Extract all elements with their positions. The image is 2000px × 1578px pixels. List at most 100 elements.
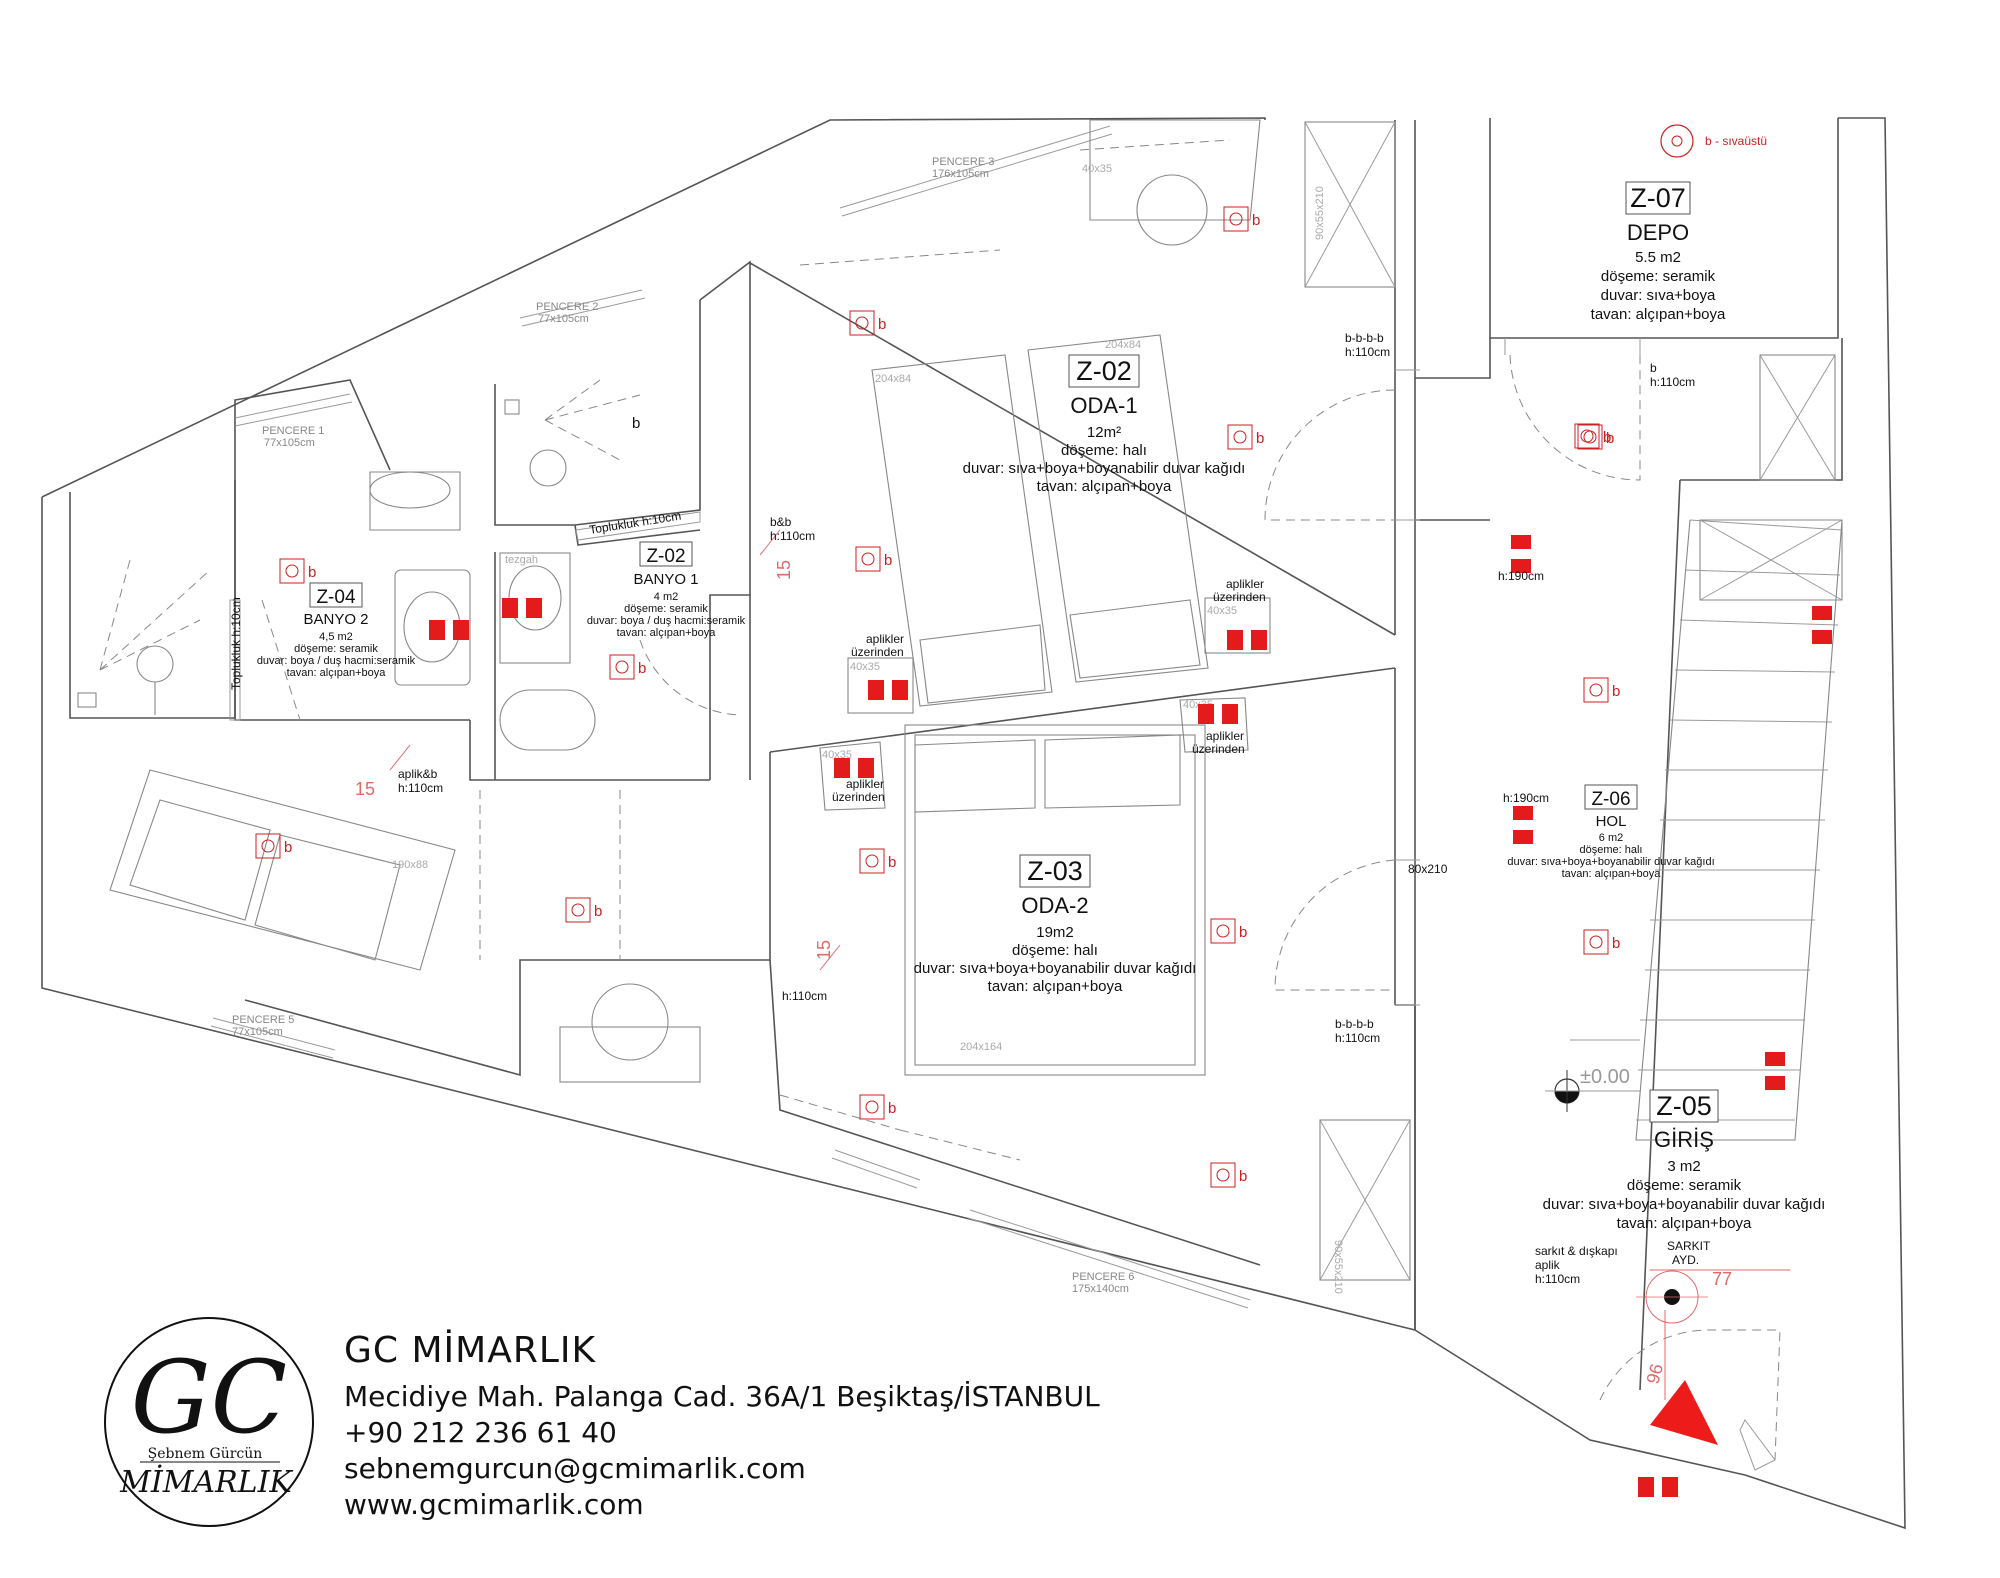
logo-name-bottom: MİMARLIK bbox=[119, 1464, 293, 1500]
note-aplikler-1a: aplikler bbox=[866, 632, 904, 646]
windows bbox=[210, 125, 1251, 1309]
bed-2-size: 204x84 bbox=[1105, 339, 1141, 351]
room-ceiling: tavan: alçıpan+boya bbox=[1562, 868, 1662, 880]
b-point-label: b bbox=[1612, 683, 1620, 700]
note-sarkit-1: sarkıt & dışkapı bbox=[1535, 1244, 1618, 1258]
b-point-label: b bbox=[284, 839, 292, 856]
room-ceiling: tavan: alçıpan+boya bbox=[988, 978, 1123, 995]
room-wall: duvar: boya / duş hacmi:seramik bbox=[257, 655, 416, 667]
room-area: 3 m2 bbox=[1667, 1158, 1700, 1175]
legend-text: b - sıvaüstü bbox=[1705, 134, 1767, 148]
note-aplikler-3a: aplikler bbox=[846, 777, 884, 791]
room-name: ODA-2 bbox=[1021, 893, 1088, 918]
window-3-size: 176x105cm bbox=[932, 168, 989, 180]
room-name: GİRİŞ bbox=[1654, 1127, 1714, 1152]
room-wall: duvar: sıva+boya+boyanabilir duvar kağıd… bbox=[1507, 856, 1714, 868]
dim-15-b: 15 bbox=[774, 560, 794, 580]
note-h110-c: h:110cm bbox=[770, 529, 815, 543]
socket-icon bbox=[502, 598, 542, 618]
socket-icon bbox=[868, 680, 908, 700]
table-2-size: 40x35 bbox=[1207, 605, 1237, 617]
bed-3-size: 204x164 bbox=[960, 1041, 1002, 1053]
room-area: 6 m2 bbox=[1599, 832, 1623, 844]
room-code: Z-03 bbox=[1027, 856, 1083, 886]
window-6-size: 175x140cm bbox=[1072, 1283, 1129, 1295]
legend-point: b - sıvaüstü bbox=[1660, 124, 1767, 158]
wardrobe-1-size: 90x55x210 bbox=[1314, 186, 1326, 240]
room-wall: duvar: boya / duş hacmi:seramik bbox=[587, 615, 746, 627]
b-point-label: b bbox=[1606, 430, 1614, 447]
socket-icon bbox=[1765, 1052, 1785, 1090]
company-phone: +90 212 236 61 40 bbox=[344, 1416, 617, 1449]
hol-depo-elements bbox=[1509, 354, 1843, 1471]
b-point-icon: b bbox=[1574, 423, 1611, 449]
wardrobe-2-size: 90x55x210 bbox=[1332, 1240, 1344, 1294]
room-name: DEPO bbox=[1627, 220, 1689, 245]
socket-icon bbox=[1638, 1477, 1678, 1497]
annotations: b-b-b-b h:110cm b h:110cm b&b h:110cm h:… bbox=[229, 331, 1711, 1286]
room-z05: Z-05 GİRİŞ 3 m2 döşeme: seramik duvar: s… bbox=[1543, 1089, 1825, 1232]
b-point-icon: b bbox=[1583, 677, 1620, 703]
b-point-icon: b bbox=[255, 833, 292, 859]
b-point-label: b bbox=[888, 854, 896, 871]
note-sarkit-2: aplik bbox=[1535, 1258, 1561, 1272]
banyo2-fixtures bbox=[77, 471, 471, 721]
room-area: 4 m2 bbox=[654, 591, 678, 603]
room-ceiling: tavan: alçıpan+boya bbox=[617, 627, 717, 639]
ceiling-points: b - sıvaüstü bbox=[1660, 124, 1767, 158]
window-2-name: PENCERE 2 bbox=[536, 301, 598, 313]
b-point-label: b bbox=[1603, 429, 1611, 446]
note-sarkit-3: h:110cm bbox=[1535, 1272, 1580, 1286]
company-address: Mecidiye Mah. Palanga Cad. 36A/1 Beşikta… bbox=[344, 1380, 1100, 1413]
logo-monogram: GC bbox=[131, 1339, 287, 1456]
pendant-light-icon bbox=[1636, 1270, 1708, 1324]
window-6-name: PENCERE 6 bbox=[1072, 1271, 1134, 1283]
note-bbbb-2: b-b-b-b bbox=[1335, 1017, 1374, 1031]
room-name: BANYO 1 bbox=[633, 571, 698, 588]
room-floor: döşeme: seramik bbox=[294, 643, 378, 655]
socket-icon bbox=[1227, 630, 1267, 650]
b-point-icon: b bbox=[1227, 424, 1264, 450]
note-h190-b: h:190cm bbox=[1503, 791, 1549, 805]
oda2-furniture bbox=[779, 697, 1411, 1281]
room-wall: duvar: sıva+boya+boyanabilir duvar kağıd… bbox=[914, 960, 1197, 977]
b-point-label: b bbox=[888, 1100, 896, 1117]
b-point-label: b bbox=[632, 415, 640, 432]
room-code: Z-02 bbox=[646, 546, 685, 567]
window-labels: PENCERE 1 77x105cm PENCERE 2 77x105cm PE… bbox=[232, 156, 1134, 1295]
dim-96: 96 bbox=[1643, 1362, 1668, 1387]
socket-icon bbox=[429, 620, 469, 640]
note-aplikler-4b: üzerinden bbox=[1192, 742, 1245, 756]
note-80x210: 80x210 bbox=[1408, 862, 1448, 876]
room-floor: döşeme: seramik bbox=[624, 603, 708, 615]
b-point-icon: b bbox=[279, 558, 316, 584]
b-point-icon: b bbox=[565, 897, 602, 923]
living-furniture bbox=[109, 769, 701, 1083]
company-website[interactable]: www.gcmimarlik.com bbox=[344, 1488, 644, 1521]
room-ceiling: tavan: alçıpan+boya bbox=[287, 667, 387, 679]
socket-icon bbox=[1198, 704, 1238, 724]
note-aplikler-4a: aplikler bbox=[1206, 729, 1244, 743]
room-wall: duvar: sıva+boya bbox=[1601, 287, 1716, 304]
room-area: 5.5 m2 bbox=[1635, 249, 1681, 266]
b-point-label: b bbox=[1612, 935, 1620, 952]
b-point-label: b bbox=[308, 564, 316, 581]
company-info: GC MİMARLIK Mecidiye Mah. Palanga Cad. 3… bbox=[344, 1330, 1100, 1523]
note-h110-a: h:110cm bbox=[1345, 345, 1390, 359]
dim-15-a: 15 bbox=[355, 779, 375, 799]
b-point-icon: b bbox=[609, 654, 646, 680]
dim-15-c: 15 bbox=[814, 940, 834, 960]
room-area: 12m² bbox=[1087, 424, 1121, 441]
company-email[interactable]: sebnemgurcun@gcmimarlik.com bbox=[344, 1452, 806, 1485]
room-z03: Z-03 ODA-2 19m2 döşeme: halı duvar: sıva… bbox=[914, 854, 1197, 995]
banyo1-fixtures bbox=[499, 379, 741, 751]
room-code: Z-07 bbox=[1630, 183, 1686, 213]
note-aplikler-2b: üzerinden bbox=[1213, 590, 1266, 604]
room-code: Z-02 bbox=[1076, 356, 1132, 386]
note-aplikler-3b: üzerinden bbox=[832, 790, 885, 804]
room-z07: Z-07 DEPO 5.5 m2 döşeme: seramik duvar: … bbox=[1591, 181, 1726, 323]
room-name: HOL bbox=[1596, 813, 1627, 830]
note-toplukluk-b: Topluklu­k h:10cm bbox=[229, 597, 243, 690]
room-code: Z-04 bbox=[316, 587, 356, 608]
